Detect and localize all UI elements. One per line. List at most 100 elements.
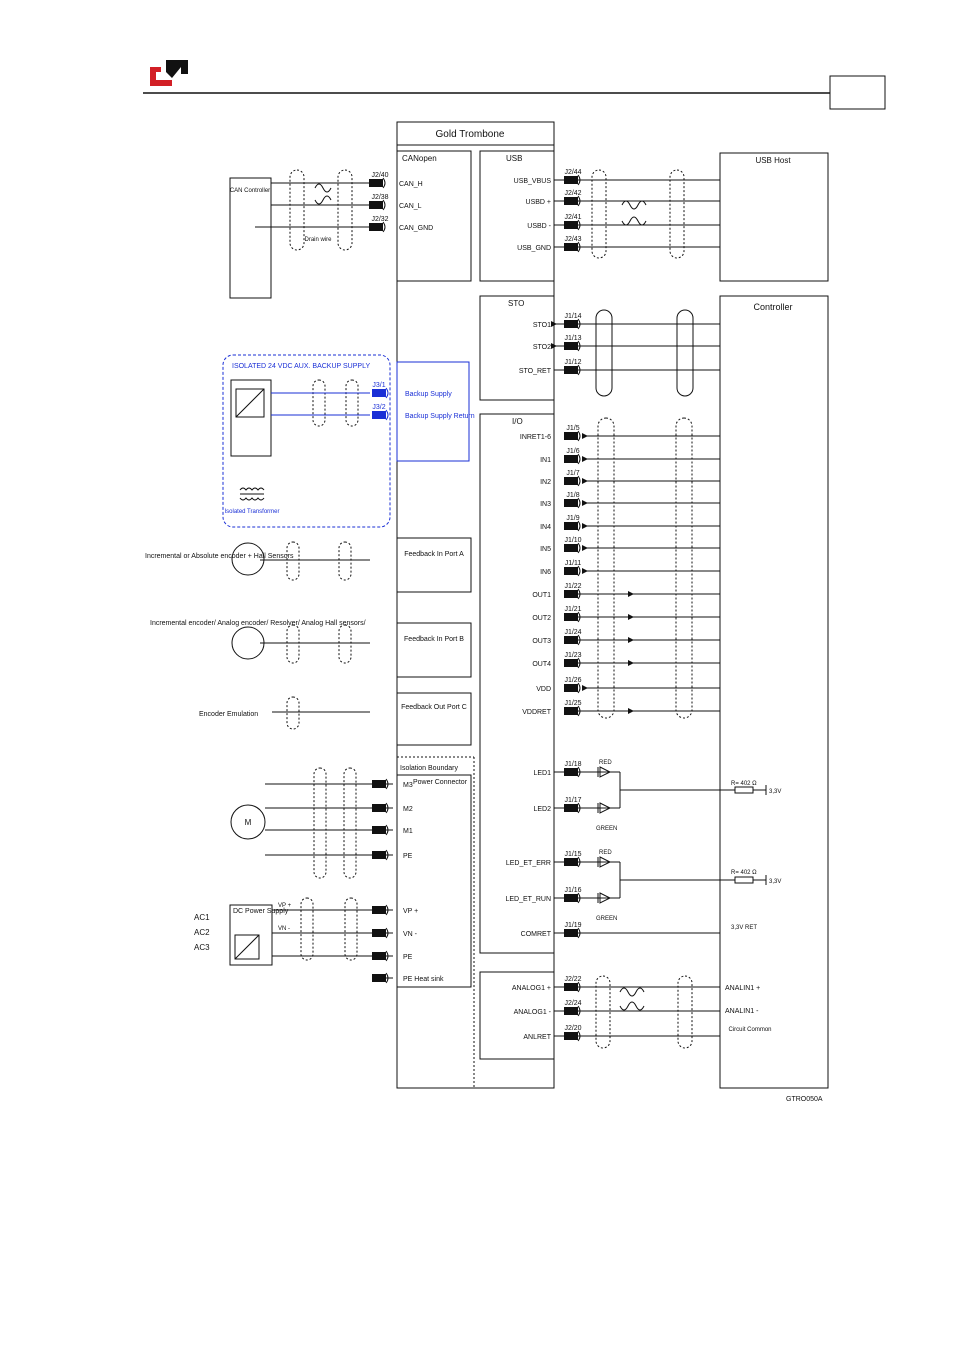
- connector-pin-icon: [372, 389, 386, 397]
- feedback-a-block: [396, 537, 472, 593]
- arrow-out-icon: [628, 591, 634, 597]
- connector-socket-icon: [577, 856, 581, 868]
- pin-label: CAN_L: [399, 203, 422, 210]
- pin-label: USB_VBUS: [514, 178, 552, 185]
- pin-drive-power-pins-3: PE: [372, 849, 413, 861]
- pin-label: STO2: [533, 344, 551, 351]
- supply-3v3-2: 3,3V: [769, 879, 781, 885]
- sensor-a-label: Incremental or Absolute encoder + Hall S…: [145, 553, 294, 560]
- aux-converter-symbol: [235, 388, 265, 418]
- led-diode-icon: [599, 892, 612, 904]
- pin-id: J1/18: [564, 761, 581, 768]
- pin-label: OUT4: [532, 661, 551, 668]
- pin-id: J1/21: [564, 606, 581, 613]
- connector-socket-icon: [577, 1005, 581, 1017]
- connector-pin-icon: [372, 826, 386, 834]
- pin-label: IN5: [540, 546, 551, 553]
- pin-label: OUT2: [532, 615, 551, 622]
- power-connector-block: [396, 774, 472, 988]
- connector-pin-icon: [564, 983, 578, 991]
- feedback-b-block: [396, 622, 472, 678]
- connector-socket-icon: [577, 241, 581, 253]
- connector-pin-icon: [372, 974, 386, 982]
- pin-label: INRET1-6: [520, 434, 551, 441]
- pin-id: J2/43: [564, 236, 581, 243]
- pin-id: J1/12: [564, 359, 581, 366]
- sto-title: STO: [508, 299, 524, 308]
- pin-id: J2/44: [564, 169, 581, 176]
- analin-minus-label: ANALIN1 -: [725, 1008, 759, 1015]
- dc-supply-symbol: [234, 934, 260, 960]
- pin-label: VN -: [403, 931, 418, 938]
- pin-label: COMRET: [521, 931, 552, 938]
- connector-socket-icon: [577, 364, 581, 376]
- connector-socket-icon: [385, 778, 389, 790]
- pin-id: J2/24: [564, 1000, 581, 1007]
- connector-pin-icon: [564, 477, 578, 485]
- connector-pin-icon: [564, 499, 578, 507]
- canopen-title: CANopen: [402, 154, 437, 163]
- pin-id: J2/41: [564, 214, 581, 221]
- connector-pin-icon: [564, 243, 578, 251]
- connector-socket-icon: [385, 950, 389, 962]
- pin-id: J3/1: [372, 382, 385, 389]
- pin-id: J2/38: [371, 194, 388, 201]
- connector-pin-icon: [564, 366, 578, 374]
- pin-id: J1/11: [565, 560, 582, 567]
- backup-block: [396, 361, 470, 462]
- pin-label: IN3: [540, 501, 551, 508]
- connector-pin-icon: [564, 176, 578, 184]
- pin-label: OUT3: [532, 638, 551, 645]
- pin-drive-power-pins-1: M2: [372, 802, 413, 814]
- pin-id: J2/42: [564, 190, 581, 197]
- led-diode-icon: [599, 766, 612, 778]
- drain-wire-label: Drain wire: [304, 237, 332, 243]
- connector-socket-icon: [577, 981, 581, 993]
- connector-socket-icon: [577, 453, 581, 465]
- connector-socket-icon: [577, 892, 581, 904]
- pin-id: J1/7: [566, 470, 579, 477]
- pin-label: LED1: [533, 770, 551, 777]
- pin-label: PE Heat sink: [403, 976, 444, 983]
- encoder-a-icon: [231, 542, 265, 576]
- motor-label: M: [245, 818, 252, 827]
- connector-socket-icon: [577, 318, 581, 330]
- connector-socket-icon: [382, 199, 386, 211]
- can-controller-box: [229, 177, 272, 299]
- usb-title: USB: [506, 154, 522, 163]
- pin-id: J1/17: [564, 797, 581, 804]
- drive-title: Gold Trombone: [436, 129, 505, 140]
- pin-id: J1/16: [564, 887, 581, 894]
- led3-color: RED: [599, 850, 612, 856]
- pin-label: OUT1: [532, 592, 551, 599]
- connector-pin-icon: [564, 320, 578, 328]
- connector-pin-icon: [372, 411, 386, 419]
- pin-id: J1/8: [566, 492, 579, 499]
- connector-pin-icon: [369, 223, 383, 231]
- figure-id: GTRO050A: [786, 1096, 823, 1103]
- pin-id: J1/25: [564, 700, 581, 707]
- connector-pin-icon: [564, 544, 578, 552]
- arrow-out-icon: [628, 660, 634, 666]
- ac3-label: AC3: [194, 943, 210, 952]
- led-diode-icon: [599, 802, 612, 814]
- isolated-transformer-label: Isolated Transformer: [224, 509, 279, 515]
